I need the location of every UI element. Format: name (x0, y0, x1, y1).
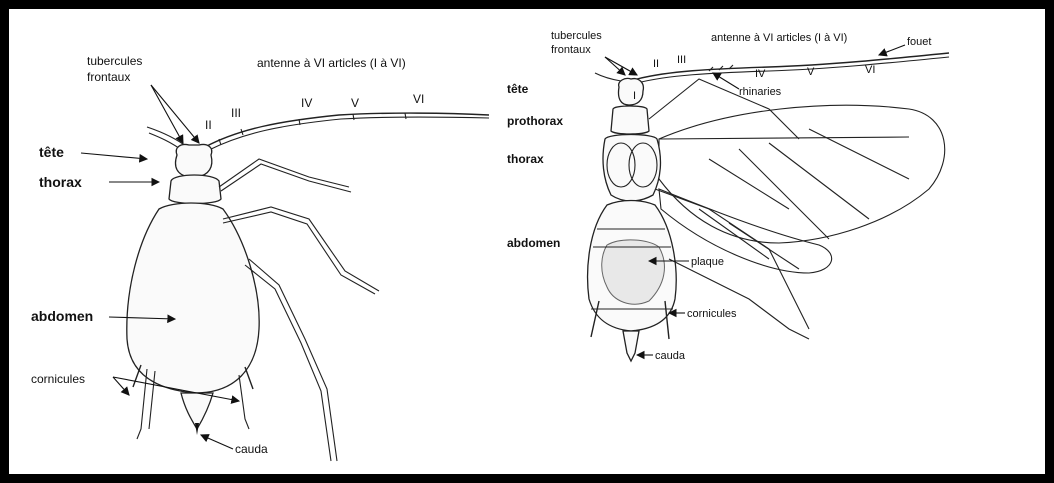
left-tubercules-l2: frontaux (87, 70, 130, 84)
right-seg-6: VI (865, 64, 875, 76)
right-abdomen-label: abdomen (507, 236, 560, 250)
right-rhinaries-label: rhinaries (739, 86, 782, 98)
left-thorax (169, 175, 221, 204)
left-antenna-label: antenne à VI articles (I à VI) (257, 56, 406, 70)
left-leg-front (219, 159, 349, 187)
right-seg-2: II (653, 58, 659, 70)
right-tete-label: tête (507, 82, 529, 96)
right-tubercules-l2: frontaux (551, 44, 591, 56)
left-seg-3: III (231, 106, 241, 120)
left-seg-2: II (205, 118, 212, 132)
left-tubercules-l1: tubercules (87, 54, 142, 68)
right-seg-1: I (633, 90, 636, 102)
right-forewing (659, 105, 945, 243)
left-thorax-label: thorax (39, 174, 82, 190)
diagram-canvas: tubercules frontaux antenne à VI article… (9, 9, 1045, 474)
left-cauda-label: cauda (235, 442, 268, 456)
right-seg-3: III (677, 54, 686, 66)
right-seg-4: IV (755, 68, 766, 80)
right-tubercules-l1: tubercules (551, 30, 602, 42)
left-leg-hind (249, 259, 337, 461)
right-cornicules-label: cornicules (687, 308, 737, 320)
right-antenna-label: antenne à VI articles (I à VI) (711, 32, 847, 44)
left-seg-4: IV (301, 96, 312, 110)
left-tubercules-label: tubercules frontaux (87, 54, 146, 84)
right-labels: tubercules frontaux antenne à VI article… (507, 30, 931, 362)
winged-aphid-drawing (588, 53, 949, 361)
right-thorax (603, 135, 660, 202)
right-plaque-label: plaque (691, 256, 724, 268)
right-plaque (602, 240, 665, 304)
right-seg-5: V (807, 66, 815, 78)
aphid-diagram: tubercules frontaux antenne à VI article… (9, 9, 1045, 474)
left-abdomen-label: abdomen (31, 308, 93, 324)
left-head (176, 144, 212, 177)
right-cauda-label: cauda (655, 350, 686, 362)
left-abdomen (127, 203, 259, 393)
left-seg-6: VI (413, 92, 424, 106)
right-hindwing (659, 189, 832, 273)
right-thorax-label: thorax (507, 152, 544, 166)
left-cornicules-label: cornicules (31, 372, 85, 386)
left-tete-label: tête (39, 144, 64, 160)
left-seg-5: V (351, 96, 359, 110)
right-prothorax-label: prothorax (507, 114, 563, 128)
right-prothorax (611, 106, 649, 134)
wingless-aphid-drawing (127, 113, 489, 461)
right-fouet-label: fouet (907, 36, 931, 48)
right-head (618, 78, 643, 105)
right-tubercules-label: tubercules frontaux (551, 30, 605, 56)
